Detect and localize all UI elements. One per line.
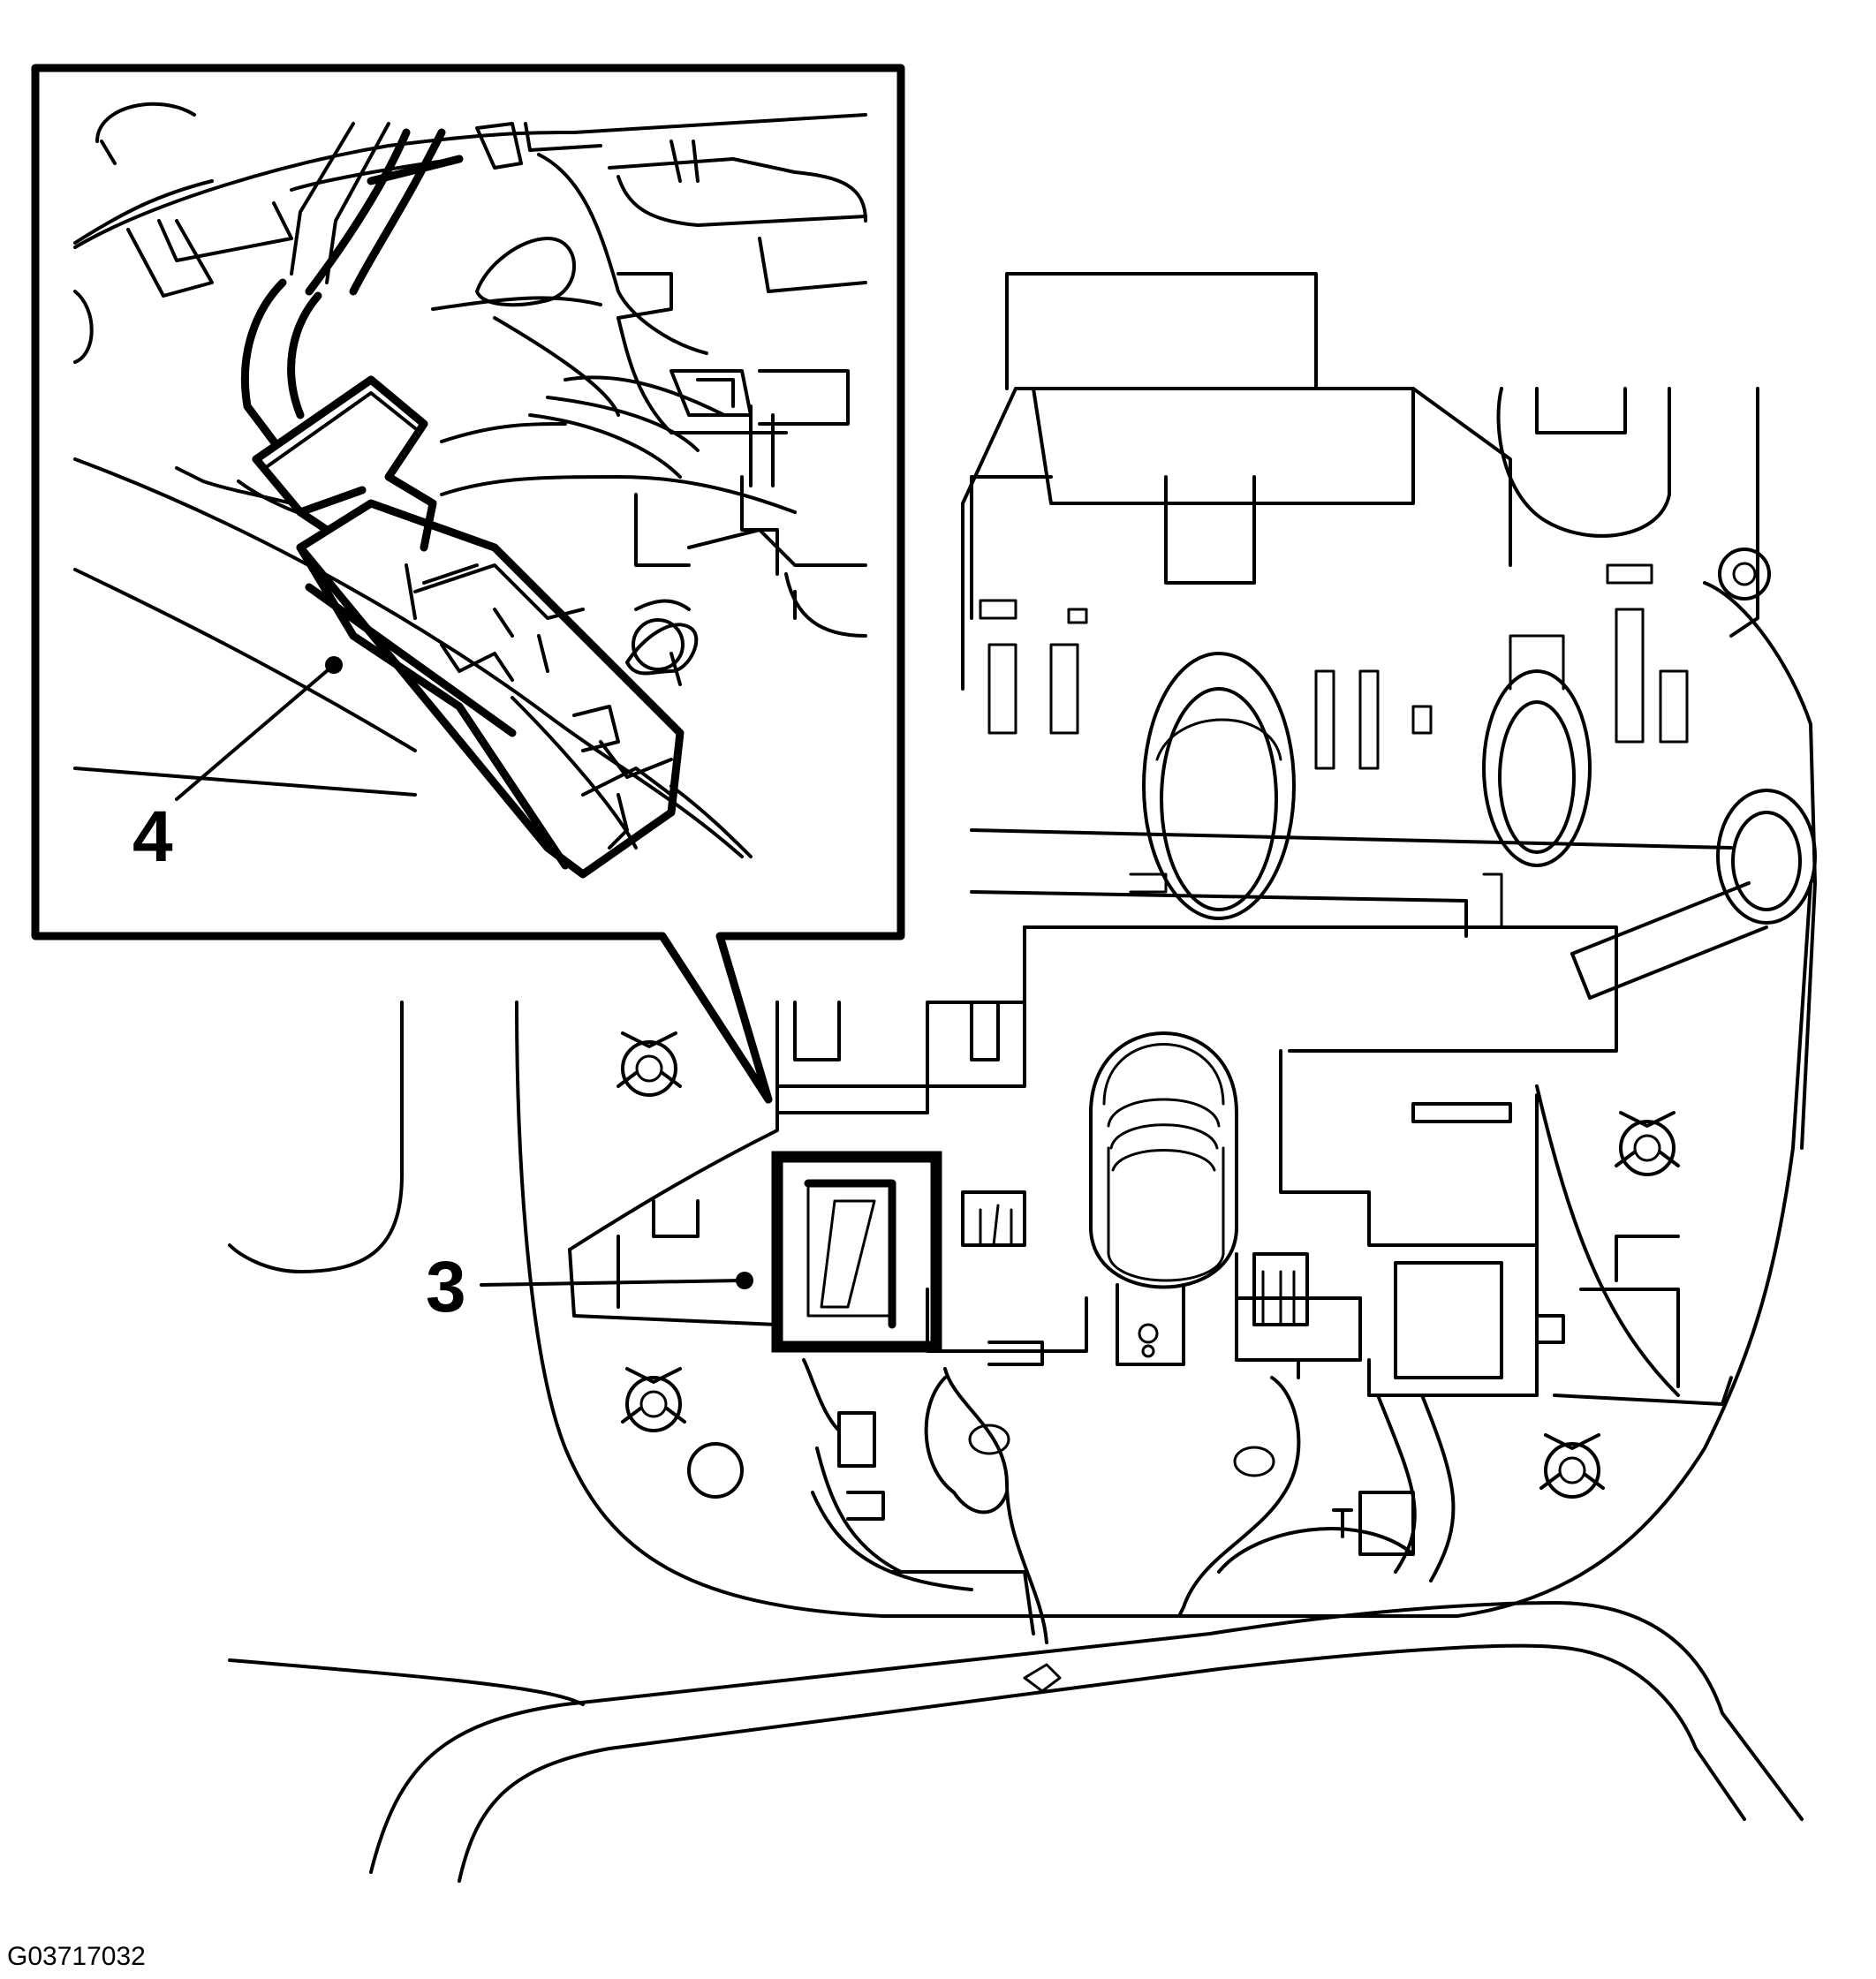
callout-4: 4 <box>132 656 343 877</box>
callout-3: 3 <box>426 1247 753 1327</box>
fastener-bottom-right <box>1539 1433 1605 1499</box>
fastener-bottom-left-2 <box>687 1442 744 1499</box>
inset-frame <box>31 64 905 1104</box>
leader-line-3 <box>480 1279 744 1287</box>
console-assembly <box>228 272 1817 1883</box>
fastener-right <box>1615 1111 1680 1176</box>
fastener-top-left <box>617 1031 682 1097</box>
connector-highlight <box>240 122 753 879</box>
leader-dot-4 <box>325 656 343 674</box>
leader-line-4 <box>175 663 336 801</box>
fastener-bottom-left <box>621 1367 686 1432</box>
figure-id: G03717032 <box>7 1942 146 1971</box>
leader-dot-3 <box>736 1272 753 1289</box>
callout-number-4: 4 <box>132 797 173 877</box>
fastener-top-right <box>1718 548 1771 600</box>
bottom-trim <box>228 1658 585 1706</box>
switch-highlight <box>771 1151 942 1353</box>
console-outline <box>515 881 1812 1618</box>
callout-number-3: 3 <box>426 1247 466 1327</box>
inset-detail <box>31 64 905 1104</box>
